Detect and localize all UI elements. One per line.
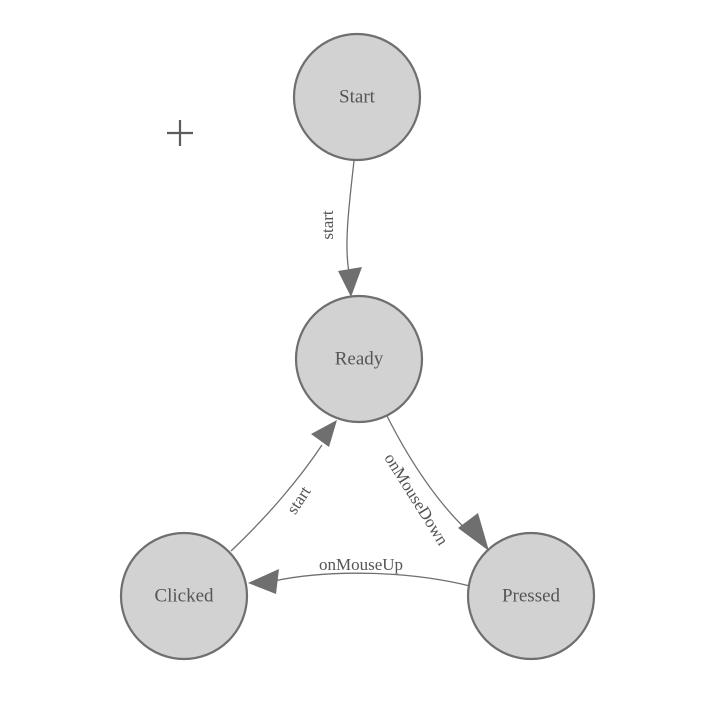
node-pressed[interactable]: Pressed (466, 531, 596, 661)
edge-clicked-to-ready[interactable]: start (230, 420, 337, 552)
edge-pressed-to-clicked-path (273, 572, 471, 587)
edge-clicked-to-ready-label: start (283, 482, 315, 517)
edge-clicked-to-ready-path (230, 444, 323, 552)
edge-pressed-to-clicked[interactable]: onMouseUp (248, 555, 471, 594)
node-start-circle[interactable] (292, 32, 422, 162)
node-clicked-label: Clicked (154, 585, 214, 606)
edge-ready-to-pressed-label: onMouseDown (381, 450, 453, 549)
edge-ready-to-pressed-arrowhead (458, 513, 489, 551)
node-start[interactable]: Start (292, 32, 422, 162)
node-clicked[interactable]: Clicked (119, 531, 249, 661)
plus-crosshair-icon (167, 120, 193, 146)
edge-start-to-ready[interactable]: start (318, 160, 362, 297)
edge-pressed-to-clicked-label: onMouseUp (319, 555, 403, 574)
edge-clicked-to-ready-arrowhead (311, 420, 337, 447)
node-pressed-circle[interactable] (466, 531, 596, 661)
node-ready[interactable]: Ready (294, 294, 424, 424)
node-start-label: Start (339, 86, 376, 107)
edge-start-to-ready-arrowhead (338, 267, 362, 297)
node-pressed-label: Pressed (502, 585, 561, 606)
node-ready-label: Ready (335, 348, 384, 369)
edge-pressed-to-clicked-arrowhead (248, 569, 279, 594)
edge-ready-to-pressed[interactable]: onMouseDown (381, 413, 489, 551)
node-ready-circle[interactable] (294, 294, 424, 424)
node-clicked-circle[interactable] (119, 531, 249, 661)
edge-start-to-ready-label: start (318, 210, 337, 240)
edge-start-to-ready-path (346, 160, 355, 273)
